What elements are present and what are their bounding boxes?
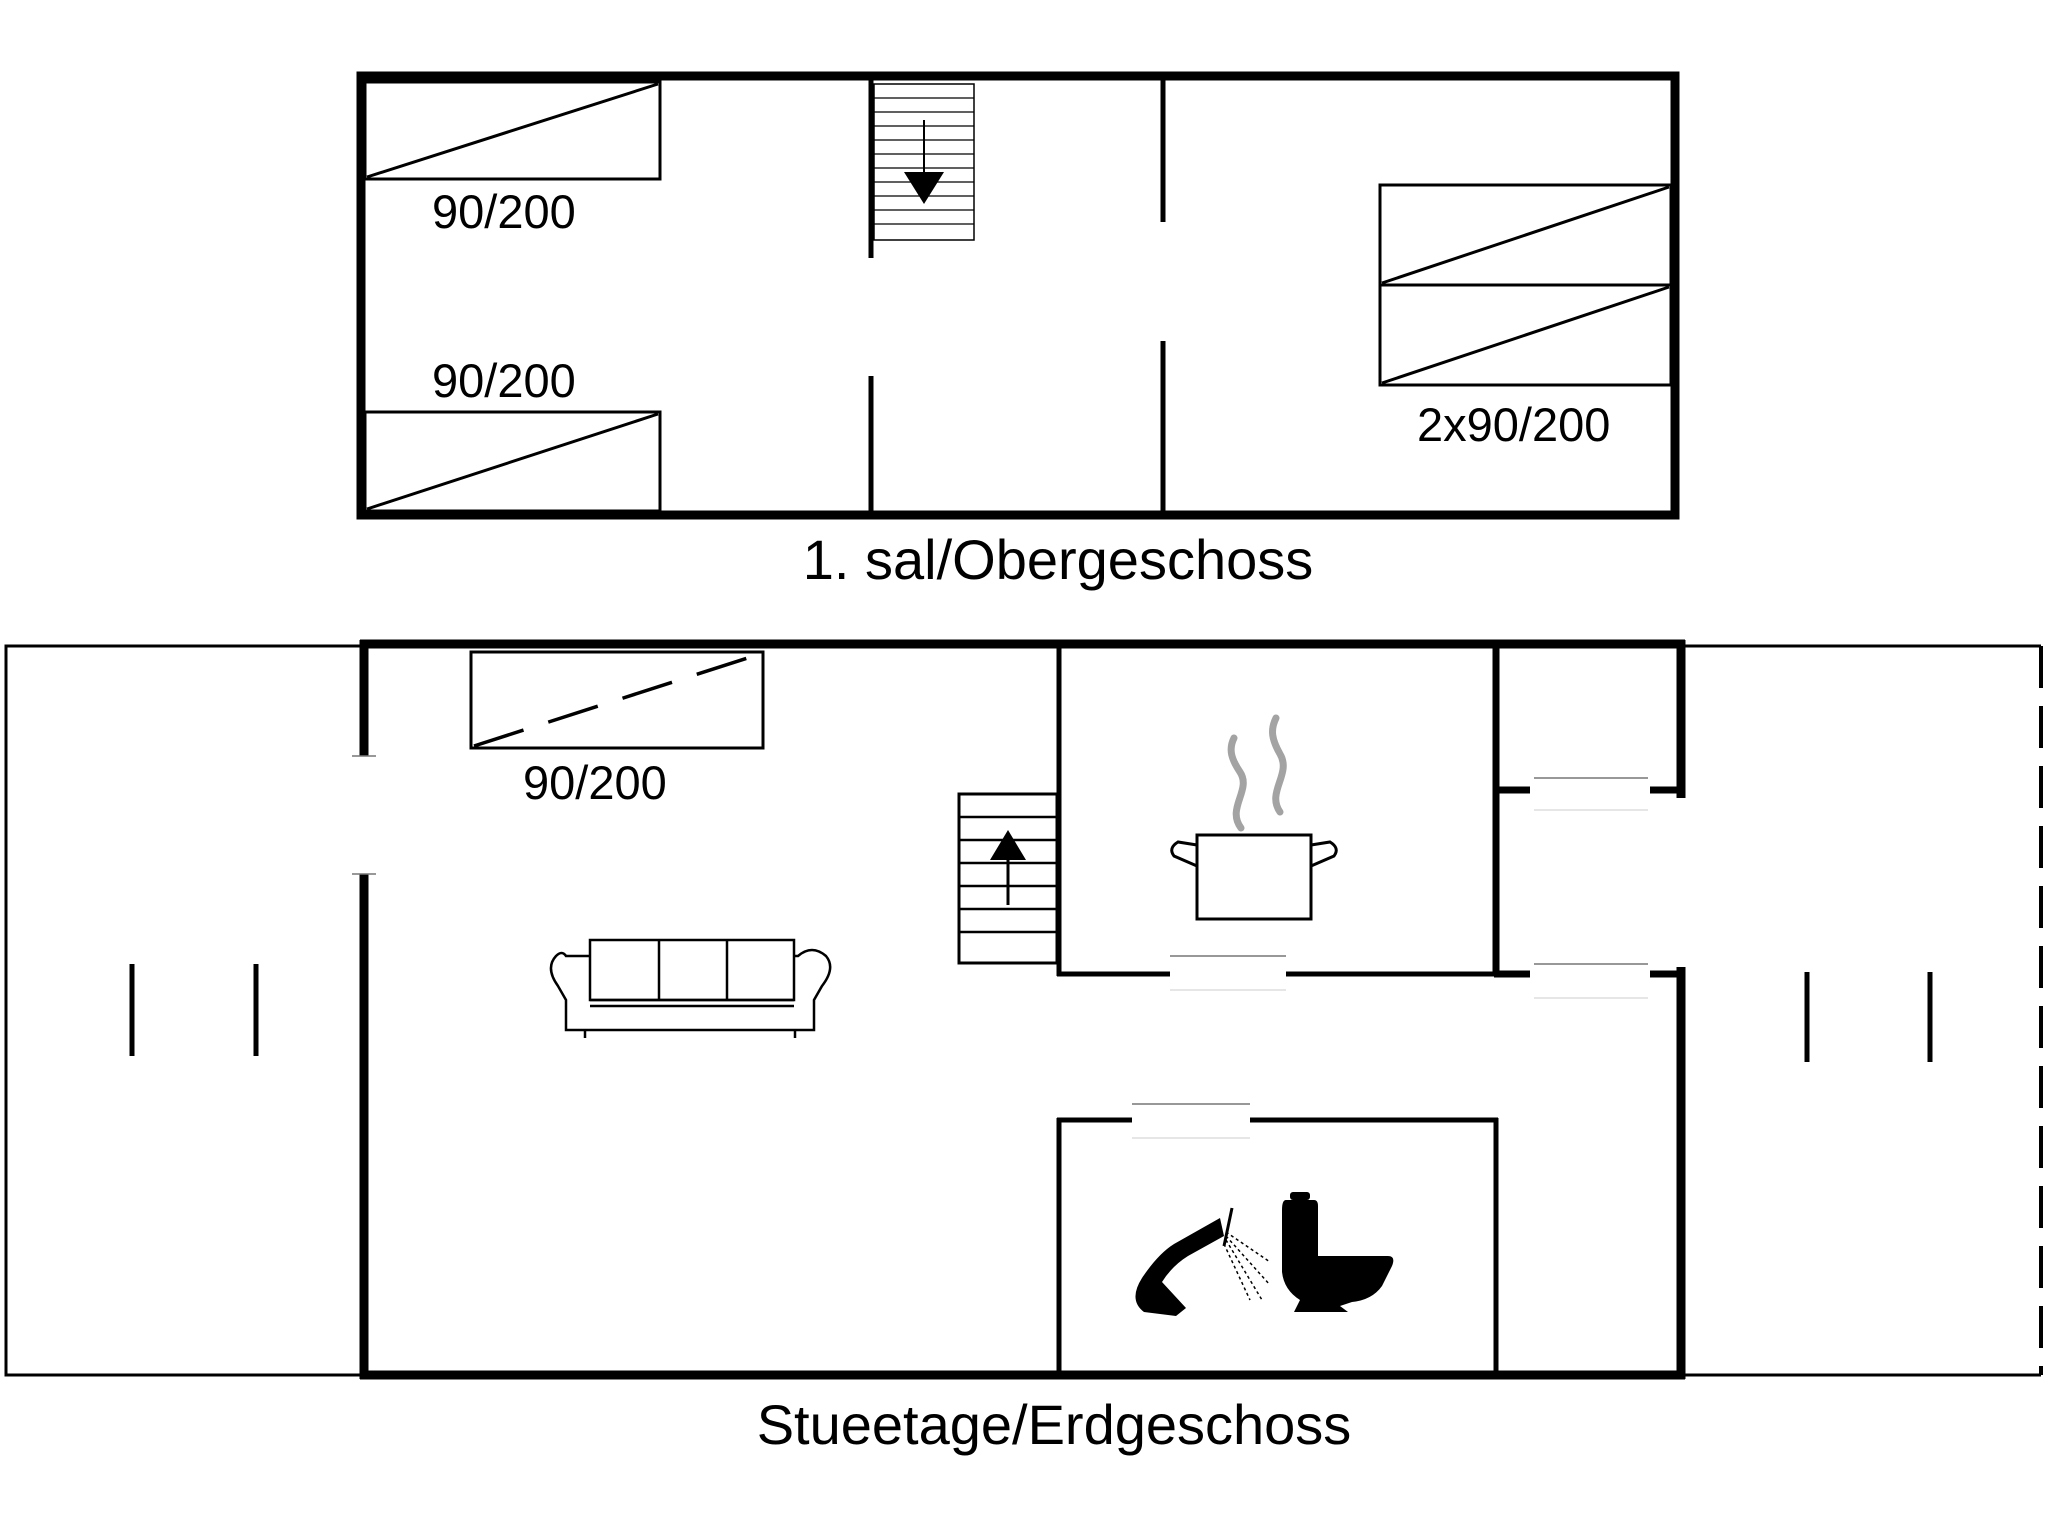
bed-label-upper-right: 2x90/200 (1417, 398, 1610, 451)
arrow-up-icon (990, 830, 1026, 860)
terrace-left (4, 644, 364, 1377)
hallway-walls (1492, 648, 1685, 978)
bed-upper-top-left (363, 80, 662, 181)
bathroom-walls (1056, 1117, 1499, 1373)
arrow-down-icon (904, 172, 944, 204)
bed-upper-bottom-left (363, 410, 662, 513)
sofa-icon (549, 938, 832, 1038)
terrace-right (1681, 644, 2043, 1377)
toilet-icon (1282, 1192, 1394, 1312)
ground-floor-walls (359, 639, 1686, 1380)
ground-floor-title: Stueetage/Erdgeschoss (757, 1393, 1352, 1456)
upper-floor: 90/200 90/200 2x90/200 1. sal/Obergescho… (356, 71, 1680, 591)
bed-upper-right-double (1378, 183, 1673, 387)
bed-ground (469, 650, 765, 750)
cooking-pot-icon (1170, 714, 1338, 921)
bed-label-ground: 90/200 (523, 756, 667, 809)
shower-icon (1135, 1207, 1271, 1316)
bed-label-upper-bottom-left: 90/200 (432, 354, 576, 407)
upper-floor-outline (356, 71, 1680, 520)
stair-down (873, 83, 975, 241)
ground-floor: 90/200 (4, 639, 2043, 1456)
bed-label-upper-top-left: 90/200 (432, 185, 576, 238)
kitchen-walls (1056, 648, 1497, 977)
upper-floor-title: 1. sal/Obergeschoss (803, 528, 1313, 591)
stair-up (957, 792, 1059, 965)
